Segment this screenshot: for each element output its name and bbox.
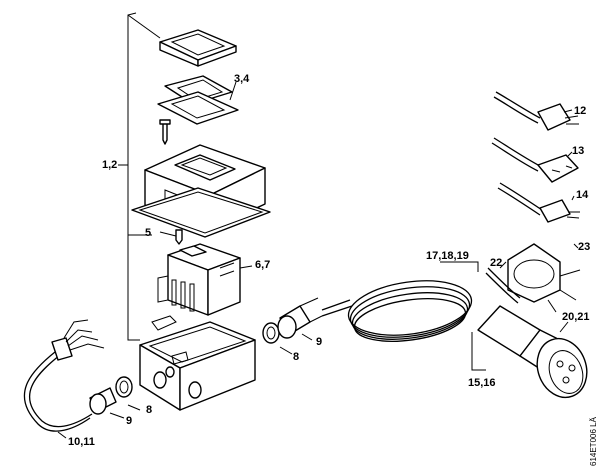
extension-cable-coil-part — [321, 280, 473, 342]
plug-13-part — [491, 137, 579, 183]
callout-20-21: 20,21 — [562, 311, 590, 323]
top-frame-part — [159, 29, 237, 67]
callout-1-2: 1,2 — [102, 159, 117, 171]
cee-plug-part — [477, 305, 588, 399]
plug-14-part — [497, 182, 580, 223]
callout-8-right: 8 — [293, 351, 299, 363]
callout-9-left: 9 — [126, 415, 132, 427]
assembly-bracket — [127, 12, 161, 341]
small-screw-part — [175, 229, 183, 245]
callout-8-left: 8 — [146, 404, 152, 416]
plug-12-part — [493, 91, 579, 131]
callout-6-7: 6,7 — [255, 259, 270, 271]
callout-22: 22 — [490, 257, 502, 269]
cable-gland-right-part — [262, 297, 323, 344]
callout-12: 12 — [574, 105, 586, 117]
cable-gland-left-part — [89, 376, 133, 415]
callout-5: 5 — [145, 227, 151, 239]
callout-3-4: 3,4 — [234, 73, 250, 85]
drawing-reference-code: 614ET006 LÄ — [589, 416, 598, 466]
callout-10-11: 10,11 — [68, 436, 95, 448]
terminal-box-part — [139, 321, 256, 411]
callout-17-18-19: 17,18,19 — [426, 250, 469, 262]
connecting-cable-left-part — [23, 319, 105, 432]
callout-13: 13 — [572, 145, 584, 157]
callout-23: 23 — [578, 241, 590, 253]
cable-22-part — [485, 267, 521, 304]
leader-lines — [57, 81, 579, 439]
housing-gasket-part — [131, 187, 271, 238]
screw-part — [159, 119, 171, 145]
cover-seal-part — [157, 75, 239, 125]
callout-9-right: 9 — [316, 336, 322, 348]
callout-14: 14 — [576, 189, 589, 201]
plug-23-part — [507, 243, 581, 313]
callout-15-16: 15,16 — [468, 377, 496, 389]
switch-block-part — [151, 243, 241, 331]
